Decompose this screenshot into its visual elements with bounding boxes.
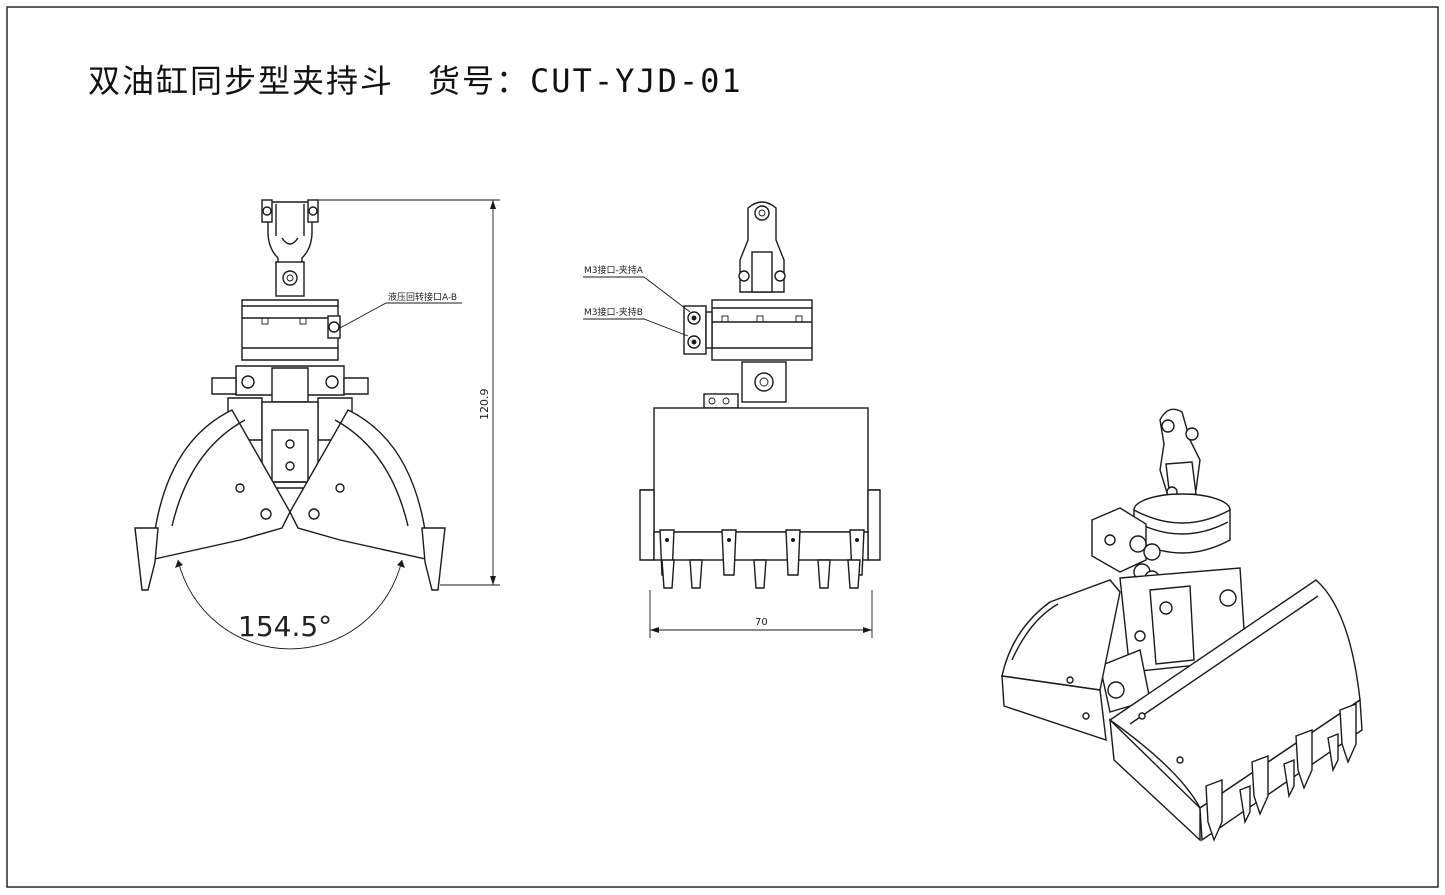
- side-swivel: [738, 201, 786, 293]
- front-port-leader: [339, 302, 462, 329]
- drawing-title: 双油缸同步型夹持斗货号：CUT-YJD-01: [88, 56, 743, 102]
- side-neck: [703, 361, 787, 409]
- part-number: CUT-YJD-01: [530, 62, 743, 100]
- iso-rotator: [1133, 493, 1231, 554]
- front-port-annotation: 液压回转接口A-B: [388, 291, 457, 303]
- width-dimension-label: 70: [755, 617, 768, 628]
- side-teeth: [659, 529, 865, 589]
- part-number-label: 货号：: [428, 62, 531, 100]
- front-left-jaw: [134, 409, 291, 591]
- iso-swivel: [1159, 408, 1201, 499]
- front-height-dimension: [318, 199, 500, 586]
- product-name: 双油缸同步型夹持斗: [88, 62, 395, 100]
- front-view: 154.5° 120.9 液压回转接口A-B: [134, 199, 500, 650]
- iso-port-block: [1091, 507, 1161, 586]
- iso-front-bucket: [1108, 579, 1363, 842]
- front-angle-dimension: [175, 559, 405, 650]
- port-b-annotation: M3接口-夹持B: [584, 306, 643, 318]
- iso-back-bucket: [1001, 579, 1121, 742]
- side-hydraulic-ports: [683, 305, 713, 355]
- side-bucket: [639, 407, 881, 561]
- front-rotator: [241, 299, 341, 361]
- side-view: 70 M3接口-夹持A M3接口-夹持B: [583, 201, 881, 638]
- port-a-annotation: M3接口-夹持A: [584, 264, 644, 276]
- front-right-jaw: [289, 409, 446, 591]
- iso-teeth: [1205, 702, 1357, 842]
- angle-value-label: 154.5°: [238, 610, 332, 643]
- sheet-border: [6, 6, 1439, 888]
- side-width-dimension: [649, 590, 873, 638]
- iso-frame: [1099, 567, 1247, 713]
- front-swivel-clevis: [261, 199, 319, 297]
- height-dimension-label: 120.9: [478, 389, 491, 421]
- side-port-leaders: [583, 276, 691, 337]
- side-rotator: [711, 299, 813, 361]
- isometric-view: [1001, 408, 1363, 842]
